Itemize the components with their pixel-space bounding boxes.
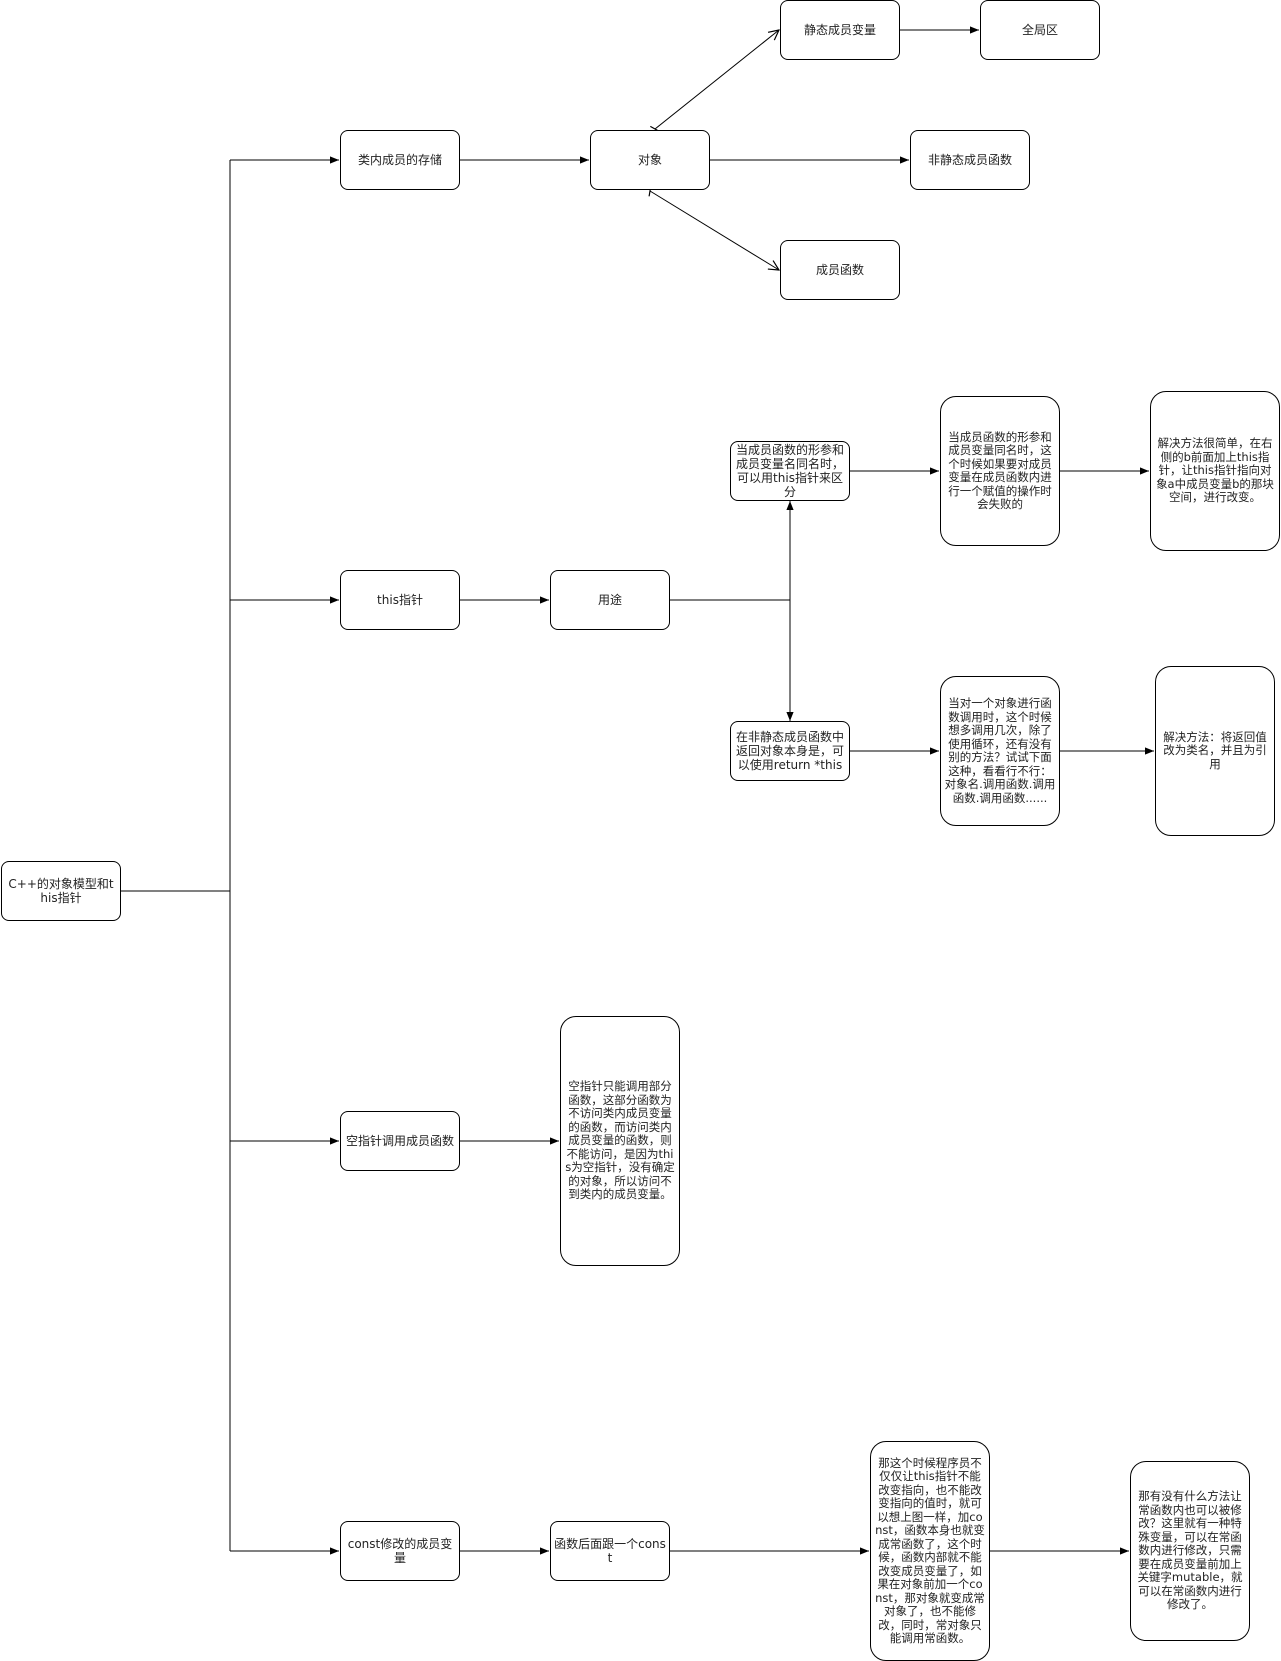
node-root[interactable]: C++的对象模型和this指针 (1, 861, 121, 921)
node-mutable-desc-label: 那有没有什么方法让常函数内也可以被修改？这里就有一种特殊变量，可以在常函数内进行… (1137, 1489, 1243, 1612)
node-usage2[interactable]: 在非静态成员函数中返回对象本身是，可以使用return *this (730, 721, 850, 781)
node-storage-label: 类内成员的存储 (357, 153, 442, 167)
node-member-func[interactable]: 成员函数 (780, 240, 900, 300)
node-const-func[interactable]: 函数后面跟一个const (550, 1521, 670, 1581)
node-null-ptr-desc-label: 空指针只能调用部分函数，这部分函数为不访问类内成员变量的函数，而访问类内成员变量… (565, 1079, 675, 1202)
node-object[interactable]: 对象 (590, 130, 710, 190)
node-const-func-label: 函数后面跟一个const (554, 1537, 666, 1565)
node-null-ptr[interactable]: 空指针调用成员函数 (340, 1111, 460, 1171)
node-usage2-solution-label: 解决方法：将返回值改为类名，并且为引用 (1163, 729, 1267, 771)
node-const-member-label: const修改的成员变量 (347, 1537, 453, 1565)
node-usage2-problem[interactable]: 当对一个对象进行函数调用时，这个时候想多调用几次，除了使用循环，还有没有别的方法… (940, 676, 1060, 826)
node-usage1-label: 当成员函数的形参和成员变量名同名时，可以用this指针来区分 (735, 443, 844, 499)
node-const-desc[interactable]: 那这个时候程序员不仅仅让this指针不能改变指向，也不能改变指向的值时，就可以想… (870, 1441, 990, 1661)
node-object-label: 对象 (637, 153, 662, 167)
node-usage1-solution[interactable]: 解决方法很简单，在右侧的b前面加上this指针，让this指针指向对象a中成员变… (1150, 391, 1280, 551)
node-usage-label: 用途 (597, 593, 622, 607)
node-usage2-problem-label: 当对一个对象进行函数调用时，这个时候想多调用几次，除了使用循环，还有没有别的方法… (944, 696, 1056, 805)
node-static-var[interactable]: 静态成员变量 (780, 0, 900, 60)
node-const-member[interactable]: const修改的成员变量 (340, 1521, 460, 1581)
node-this-ptr-label: this指针 (377, 593, 423, 607)
node-null-ptr-desc[interactable]: 空指针只能调用部分函数，这部分函数为不访问类内成员变量的函数，而访问类内成员变量… (560, 1016, 680, 1266)
node-usage[interactable]: 用途 (550, 570, 670, 630)
node-usage1[interactable]: 当成员函数的形参和成员变量名同名时，可以用this指针来区分 (730, 441, 850, 501)
node-static-var-label: 静态成员变量 (803, 23, 876, 37)
node-root-label: C++的对象模型和this指针 (8, 877, 114, 905)
node-usage1-solution-label: 解决方法很简单，在右侧的b前面加上this指针，让this指针指向对象a中成员变… (1156, 436, 1274, 505)
node-storage[interactable]: 类内成员的存储 (340, 130, 460, 190)
node-usage2-solution[interactable]: 解决方法：将返回值改为类名，并且为引用 (1155, 666, 1275, 836)
node-const-desc-label: 那这个时候程序员不仅仅让this指针不能改变指向，也不能改变指向的值时，就可以想… (875, 1455, 985, 1645)
node-usage2-label: 在非静态成员函数中返回对象本身是，可以使用return *this (735, 730, 844, 772)
node-nonstatic-func-label: 非静态成员函数 (927, 153, 1012, 167)
node-usage1-problem[interactable]: 当成员函数的形参和成员变量同名时，这个时候如果要对成员变量在成员函数内进行一个赋… (940, 396, 1060, 546)
edge-object-static (655, 30, 779, 129)
node-global[interactable]: 全局区 (980, 0, 1100, 60)
node-null-ptr-label: 空指针调用成员函数 (345, 1134, 454, 1148)
node-usage1-problem-label: 当成员函数的形参和成员变量同名时，这个时候如果要对成员变量在成员函数内进行一个赋… (948, 429, 1052, 511)
node-member-func-label: 成员函数 (815, 263, 864, 277)
node-mutable-desc[interactable]: 那有没有什么方法让常函数内也可以被修改？这里就有一种特殊变量，可以在常函数内进行… (1130, 1461, 1250, 1641)
node-this-ptr[interactable]: this指针 (340, 570, 460, 630)
node-nonstatic-func[interactable]: 非静态成员函数 (910, 130, 1030, 190)
node-global-label: 全局区 (1021, 23, 1058, 37)
edge-object-member (650, 191, 779, 270)
